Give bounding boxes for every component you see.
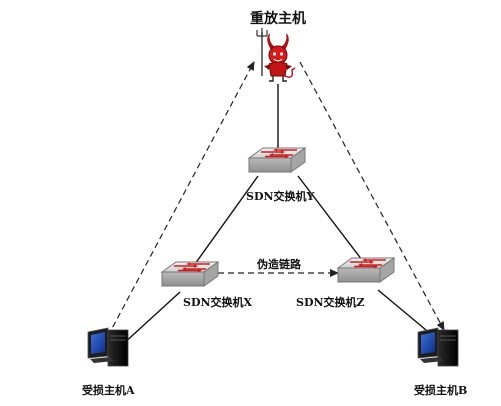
switch-y-icon xyxy=(248,147,306,173)
host-a-label: 受损主机A xyxy=(82,384,135,397)
host-b-label: 受损主机B xyxy=(414,384,468,397)
switch-x-label: SDN交换机X xyxy=(183,296,253,309)
switch-z-label: SDN交换机Z xyxy=(296,296,365,309)
switch-y-label: SDN交换机Y xyxy=(246,190,315,203)
link-switch-z-to-host-b xyxy=(377,289,433,336)
computer-b-icon xyxy=(417,327,459,367)
switch-z-icon xyxy=(337,257,395,283)
computer-a-icon xyxy=(87,327,129,367)
tunnel-a-to-replay-arrow xyxy=(107,61,255,337)
replay-host-label: 重放主机 xyxy=(250,11,306,27)
fake-link-label: 伪造链路 xyxy=(257,258,301,271)
tunnel-replay-to-b-arrow xyxy=(299,61,445,331)
links xyxy=(121,84,433,346)
link-switch-y-to-switch-x xyxy=(194,175,259,265)
link-switch-y-to-switch-z xyxy=(297,175,363,261)
devil-icon xyxy=(256,28,296,82)
link-switch-x-to-host-a xyxy=(121,291,181,346)
switch-x-icon xyxy=(161,261,219,287)
dashed-links xyxy=(107,61,445,337)
